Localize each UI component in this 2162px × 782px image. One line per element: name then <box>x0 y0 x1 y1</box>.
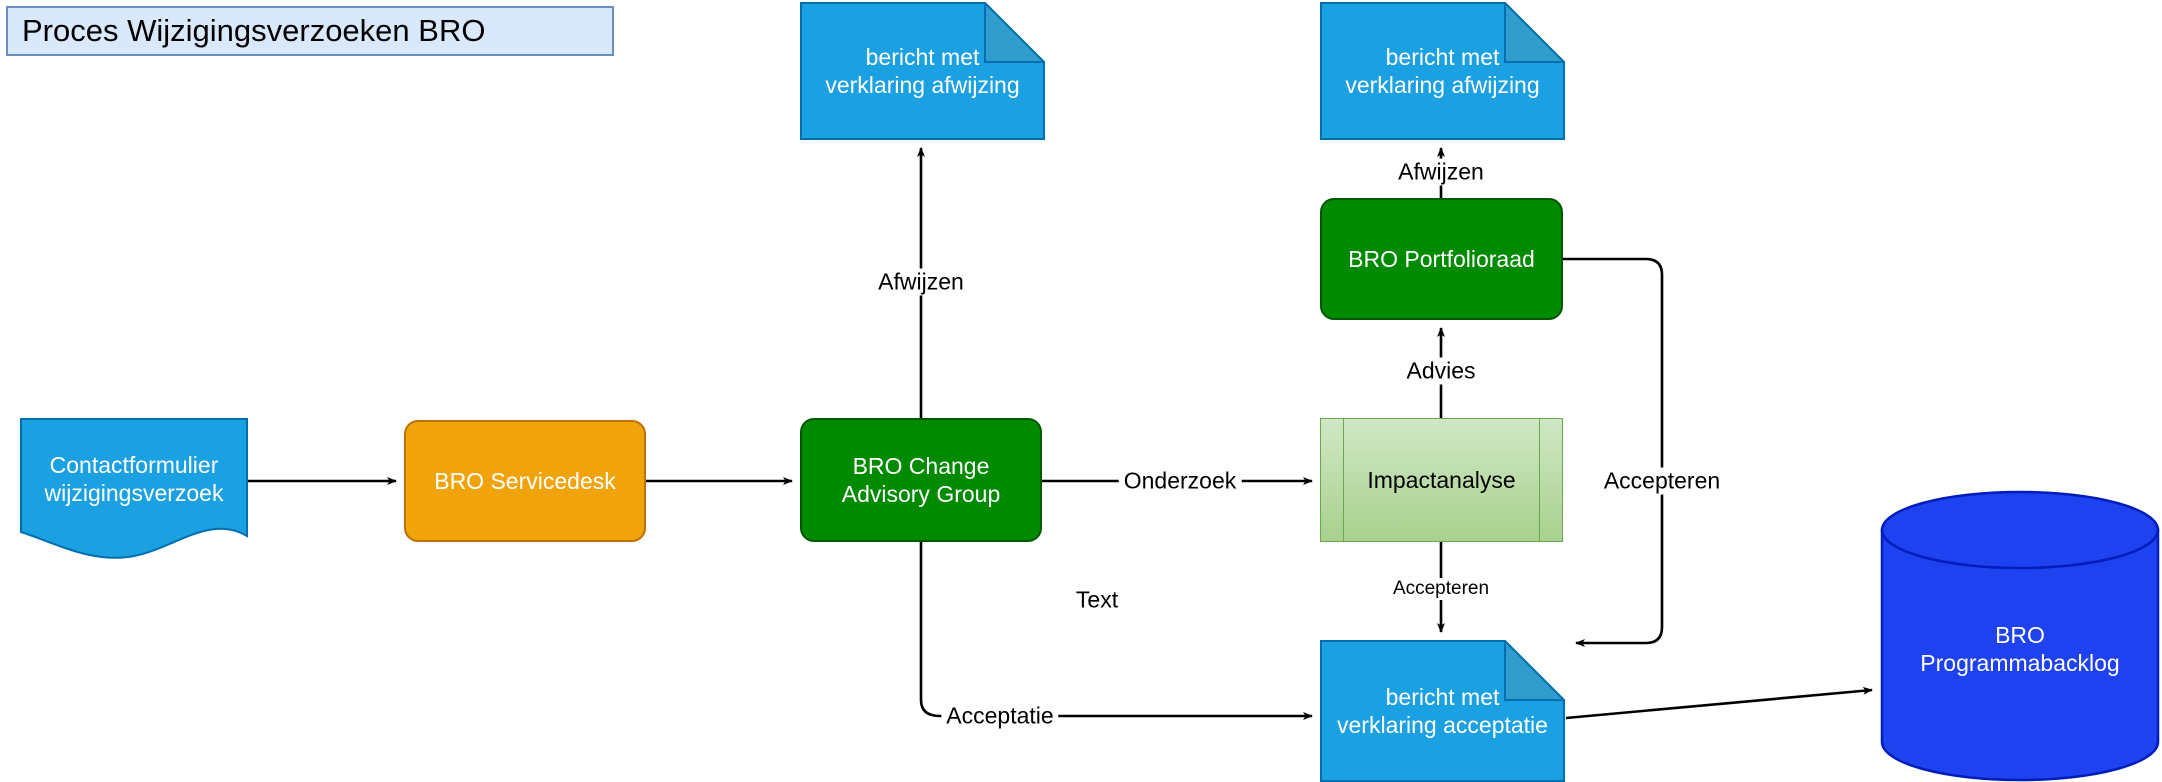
node-label: bericht met verklaring acceptatie <box>1320 683 1565 739</box>
edge-label-afwijzen-right: Afwijzen <box>1393 158 1489 186</box>
node-label: BRO Change Advisory Group <box>842 452 1001 508</box>
node-bericht-verklaring-acceptatie[interactable]: bericht met verklaring acceptatie <box>1320 640 1565 782</box>
edge-cag-acceptatie <box>919 542 1078 718</box>
document-shape-icon <box>20 418 248 559</box>
node-label-line-1: bericht met <box>865 43 980 70</box>
node-bro-portfolioraad[interactable]: BRO Portfolioraad <box>1320 198 1563 320</box>
node-label-line-1: bericht met <box>1385 683 1500 710</box>
node-label-line-2: Advisory Group <box>841 481 1001 507</box>
database-cylinder-icon <box>1880 490 2160 782</box>
node-label-line-2: wijzigingsverzoek <box>44 480 224 506</box>
node-contactformulier-wijzigingsverzoek[interactable]: Contactformulier wijzigingsverzoek <box>20 418 248 562</box>
edge-label-accepteren-right: Accepteren <box>1598 467 1726 495</box>
node-label: bericht met verklaring afwijzing <box>1320 43 1565 99</box>
subprocess-left-bar <box>1343 419 1344 541</box>
edge-label-accepteren-down: Accepteren <box>1387 578 1495 600</box>
edge-acceptatie-programmabacklog <box>1565 686 1873 720</box>
edge-label-afwijzen-left: Afwijzen <box>873 268 969 296</box>
node-label-line-1: bericht met <box>1385 43 1500 70</box>
node-label: Contactformulier wijzigingsverzoek <box>20 451 248 529</box>
edge-label-acceptatie: Acceptatie <box>941 702 1059 730</box>
page-title: Proces Wijzigingsverzoeken BRO <box>6 6 614 56</box>
node-label-line-2: Programmabacklog <box>1920 650 2120 676</box>
edge-label-onderzoek: Onderzoek <box>1118 467 1242 495</box>
loose-text-label: Text <box>1070 586 1124 614</box>
node-label-line-2: verklaring acceptatie <box>1337 712 1548 738</box>
node-label: BRO Programmabacklog <box>1880 595 2160 677</box>
note-shape-icon <box>1320 2 1565 140</box>
node-label: Impactanalyse <box>1367 466 1516 493</box>
note-shape-icon <box>1320 640 1565 782</box>
edge-label-advies: Advies <box>1401 357 1481 385</box>
node-label-line-1: Contactformulier <box>49 451 219 478</box>
node-impactanalyse[interactable]: Impactanalyse <box>1320 418 1563 542</box>
node-bericht-verklaring-afwijzing-2[interactable]: bericht met verklaring afwijzing <box>1320 2 1565 140</box>
node-bro-change-advisory-group[interactable]: BRO Change Advisory Group <box>800 418 1042 542</box>
node-bro-servicedesk[interactable]: BRO Servicedesk <box>404 420 646 542</box>
node-label-line-1: BRO Change <box>852 452 990 479</box>
edge-portfolioraad-acceptatie <box>1563 257 1664 647</box>
note-shape-icon <box>800 2 1045 140</box>
node-label: bericht met verklaring afwijzing <box>800 43 1045 99</box>
node-bro-programmabacklog[interactable]: BRO Programmabacklog <box>1880 490 2160 782</box>
node-label-line-2: verklaring afwijzing <box>1345 72 1540 98</box>
subprocess-right-bar <box>1539 419 1540 541</box>
node-bericht-verklaring-afwijzing-1[interactable]: bericht met verklaring afwijzing <box>800 2 1045 140</box>
node-label-line-1: BRO <box>1995 621 2045 648</box>
node-label-line-2: verklaring afwijzing <box>825 72 1020 98</box>
